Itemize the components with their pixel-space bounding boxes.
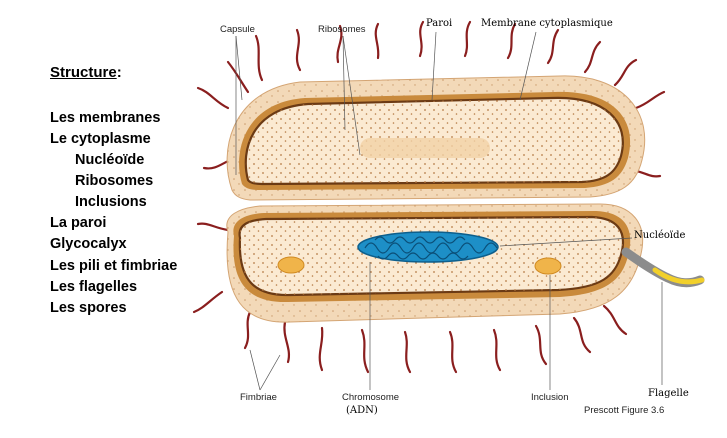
inclusion-left (278, 257, 304, 273)
label-ribosomes: Ribosomes (318, 24, 366, 35)
cell-top-half (227, 76, 645, 200)
label-membrane: Membrane cytoplasmique (481, 18, 613, 29)
figure-credit: Prescott Figure 3.6 (584, 405, 664, 416)
nucleoid (358, 232, 498, 262)
inclusion-right (535, 258, 561, 274)
label-flagelle: Flagelle (648, 388, 689, 399)
label-inclusion: Inclusion (531, 392, 569, 403)
label-capsule: Capsule (220, 24, 255, 35)
label-nucleoide: Nucléoïde (634, 230, 685, 241)
label-adn: (ADN) (346, 405, 378, 416)
label-fimbriae: Fimbriae (240, 392, 277, 403)
label-paroi: Paroi (426, 18, 452, 29)
label-chromosome: Chromosome (342, 392, 399, 403)
